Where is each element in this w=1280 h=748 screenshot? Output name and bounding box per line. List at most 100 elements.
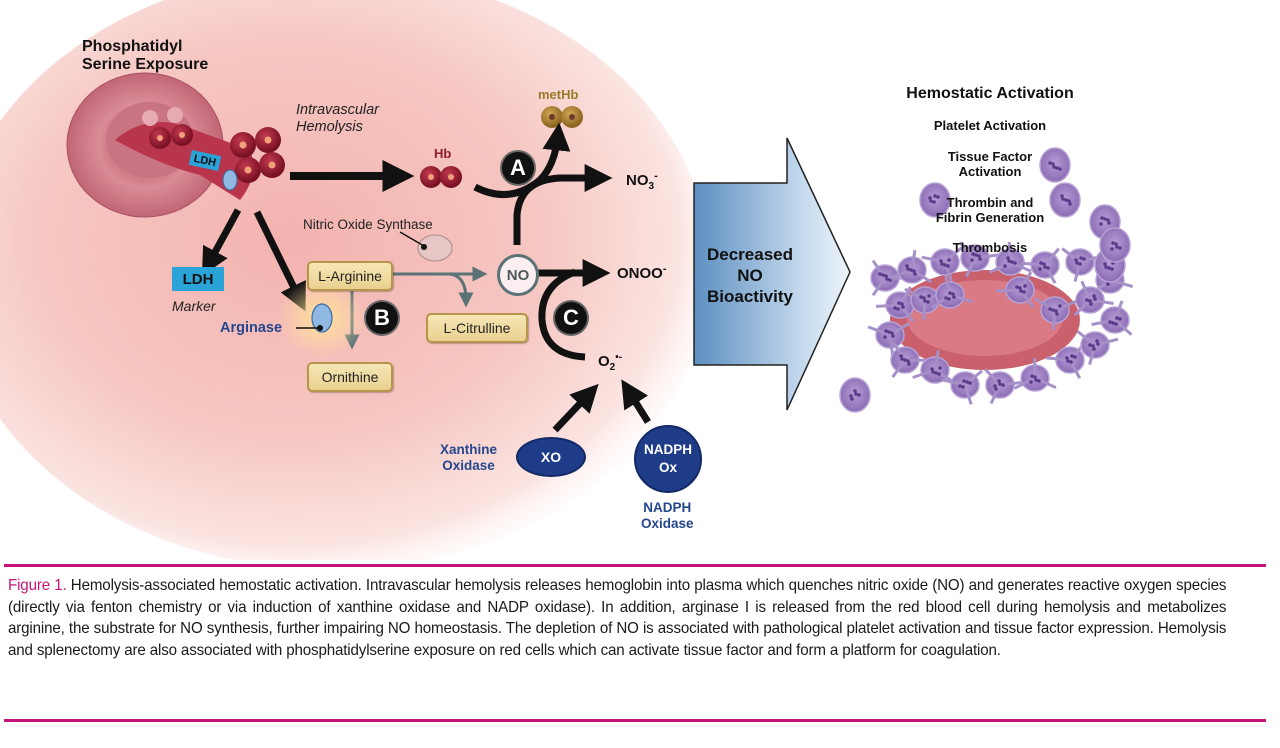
platelet-granule xyxy=(907,362,911,366)
platelet-granule xyxy=(1007,259,1011,263)
platelet-granule xyxy=(931,370,935,374)
nitrate-subscript: 3 xyxy=(648,181,655,192)
platelet-granule xyxy=(1001,383,1005,387)
platelet-pseudopod xyxy=(1089,298,1114,305)
platelet-pseudopod xyxy=(965,257,977,278)
l-arginine-box: L-Arginine xyxy=(307,261,393,291)
platelet-granule xyxy=(1051,162,1055,166)
platelet-granule xyxy=(1093,297,1097,301)
platelet-granule xyxy=(1038,267,1042,271)
platelet-granule xyxy=(1115,245,1119,249)
released-hemoglobin-cluster xyxy=(230,127,285,183)
platelet-pseudopod xyxy=(1018,289,1035,308)
platelet-granule xyxy=(1088,343,1092,347)
platelet-granule xyxy=(1061,197,1065,201)
ldh-marker-box: LDH xyxy=(172,267,224,291)
platelet-granule xyxy=(1092,347,1096,351)
platelet-granule xyxy=(853,389,857,393)
ps-exposure-label: Phosphatidyl Serine Exposure xyxy=(82,38,208,74)
hemostatic-activation-title: Hemostatic Activation xyxy=(906,85,1074,102)
platelet-granule xyxy=(1114,322,1118,326)
platelet-granule xyxy=(939,259,943,263)
platelet-granule xyxy=(912,269,916,273)
platelet-pseudopod xyxy=(995,288,1021,293)
nos-pointer-dot xyxy=(421,244,427,250)
platelet-granule xyxy=(901,305,905,309)
platelet-granule xyxy=(948,291,952,295)
arrow-to-citrulline xyxy=(449,272,474,308)
platelet-granule xyxy=(1089,302,1093,306)
caption-top-rule xyxy=(4,564,1266,567)
thrombin-line-2: Fibrin Generation xyxy=(935,210,1045,225)
figure-label: Figure 1. xyxy=(8,577,67,594)
xo-label-line-2: Oxidase xyxy=(442,458,495,473)
arginase-molecule-on-cell xyxy=(222,169,238,191)
platelet-granule xyxy=(1075,261,1079,265)
platelet-granule xyxy=(994,387,998,391)
nadph-oxidase-node: NADPH Ox xyxy=(634,425,702,493)
platelet-pseudopod xyxy=(941,378,966,387)
platelet-granule xyxy=(906,267,910,271)
caption-text: Hemolysis-associated hemostatic activati… xyxy=(8,577,1227,659)
platelet-granule xyxy=(1052,165,1056,169)
platelet-granule xyxy=(1099,222,1103,226)
platelet-granule xyxy=(884,329,888,333)
platelet-granule xyxy=(947,297,951,301)
platelet-granule xyxy=(929,199,933,203)
platelet-granule xyxy=(1048,161,1052,165)
platelet-granule xyxy=(927,294,931,298)
platelet-granule xyxy=(1066,359,1070,363)
thrombin-line-1: Thrombin and xyxy=(946,195,1034,210)
platelet-granule xyxy=(951,292,955,296)
platelet-granule xyxy=(1064,198,1068,202)
superoxide-label: O2•- xyxy=(598,352,622,373)
hemolysis-diagram: Phosphatidyl Serine Exposure Intravascul… xyxy=(0,0,1134,560)
platelet-granule xyxy=(887,330,891,334)
platelet-granule xyxy=(900,302,904,306)
platelet-granule xyxy=(1074,258,1078,262)
platelet-granule xyxy=(977,254,981,258)
platelet-granule xyxy=(884,274,888,278)
platelet-pseudopod xyxy=(875,303,901,308)
platelet-granule xyxy=(883,335,887,339)
hb-molecule xyxy=(420,166,462,188)
platelet-granule xyxy=(1110,247,1114,251)
platelet-pseudopod xyxy=(988,260,1011,274)
platelet-pseudopod xyxy=(871,277,887,297)
platelet-granule xyxy=(943,263,947,267)
hb-label: Hb xyxy=(434,146,452,161)
platelet-granule xyxy=(903,358,907,362)
platelet-granule xyxy=(899,354,903,358)
caption-bottom-rule xyxy=(4,719,1266,722)
platelet-granule xyxy=(878,272,882,276)
nadph-node-line-2: Ox xyxy=(658,460,677,475)
platelet-granule xyxy=(909,268,913,272)
platelet-granule xyxy=(1055,166,1059,170)
peroxynitrite-label: ONOO- xyxy=(617,263,667,282)
peroxynitrite-superscript: - xyxy=(662,263,667,275)
arginase-label: Arginase xyxy=(220,320,283,336)
platelet-pseudopod xyxy=(933,349,940,371)
nos-label: Nitric Oxide Synthase xyxy=(303,217,433,232)
platelet-pseudopod xyxy=(892,341,907,361)
nos-pointer xyxy=(399,231,425,247)
platelet-granule xyxy=(1058,167,1062,171)
platelet-granule xyxy=(1110,267,1114,271)
platelet-pseudopod xyxy=(1076,330,1096,347)
tissue-factor-line-1: Tissue Factor xyxy=(947,149,1033,164)
platelet-granule xyxy=(1048,307,1052,311)
platelet-pseudopod xyxy=(1043,247,1060,266)
platelet-pseudopod xyxy=(1054,299,1078,312)
platelet-granule xyxy=(897,301,901,305)
platelet-pseudopod xyxy=(1018,271,1033,291)
platelet-pseudopod xyxy=(912,368,936,379)
platelet-granule xyxy=(1073,355,1077,359)
platelet-granule xyxy=(930,367,934,371)
arrow-cell-to-arginase xyxy=(253,210,306,312)
peroxynitrite-text: ONOO xyxy=(617,265,663,282)
platelet-granule xyxy=(965,380,969,384)
platelet-granule xyxy=(1085,298,1089,302)
platelet-granule xyxy=(893,306,897,310)
platelet-granule xyxy=(1111,321,1115,325)
platelet-granule xyxy=(1003,264,1007,268)
